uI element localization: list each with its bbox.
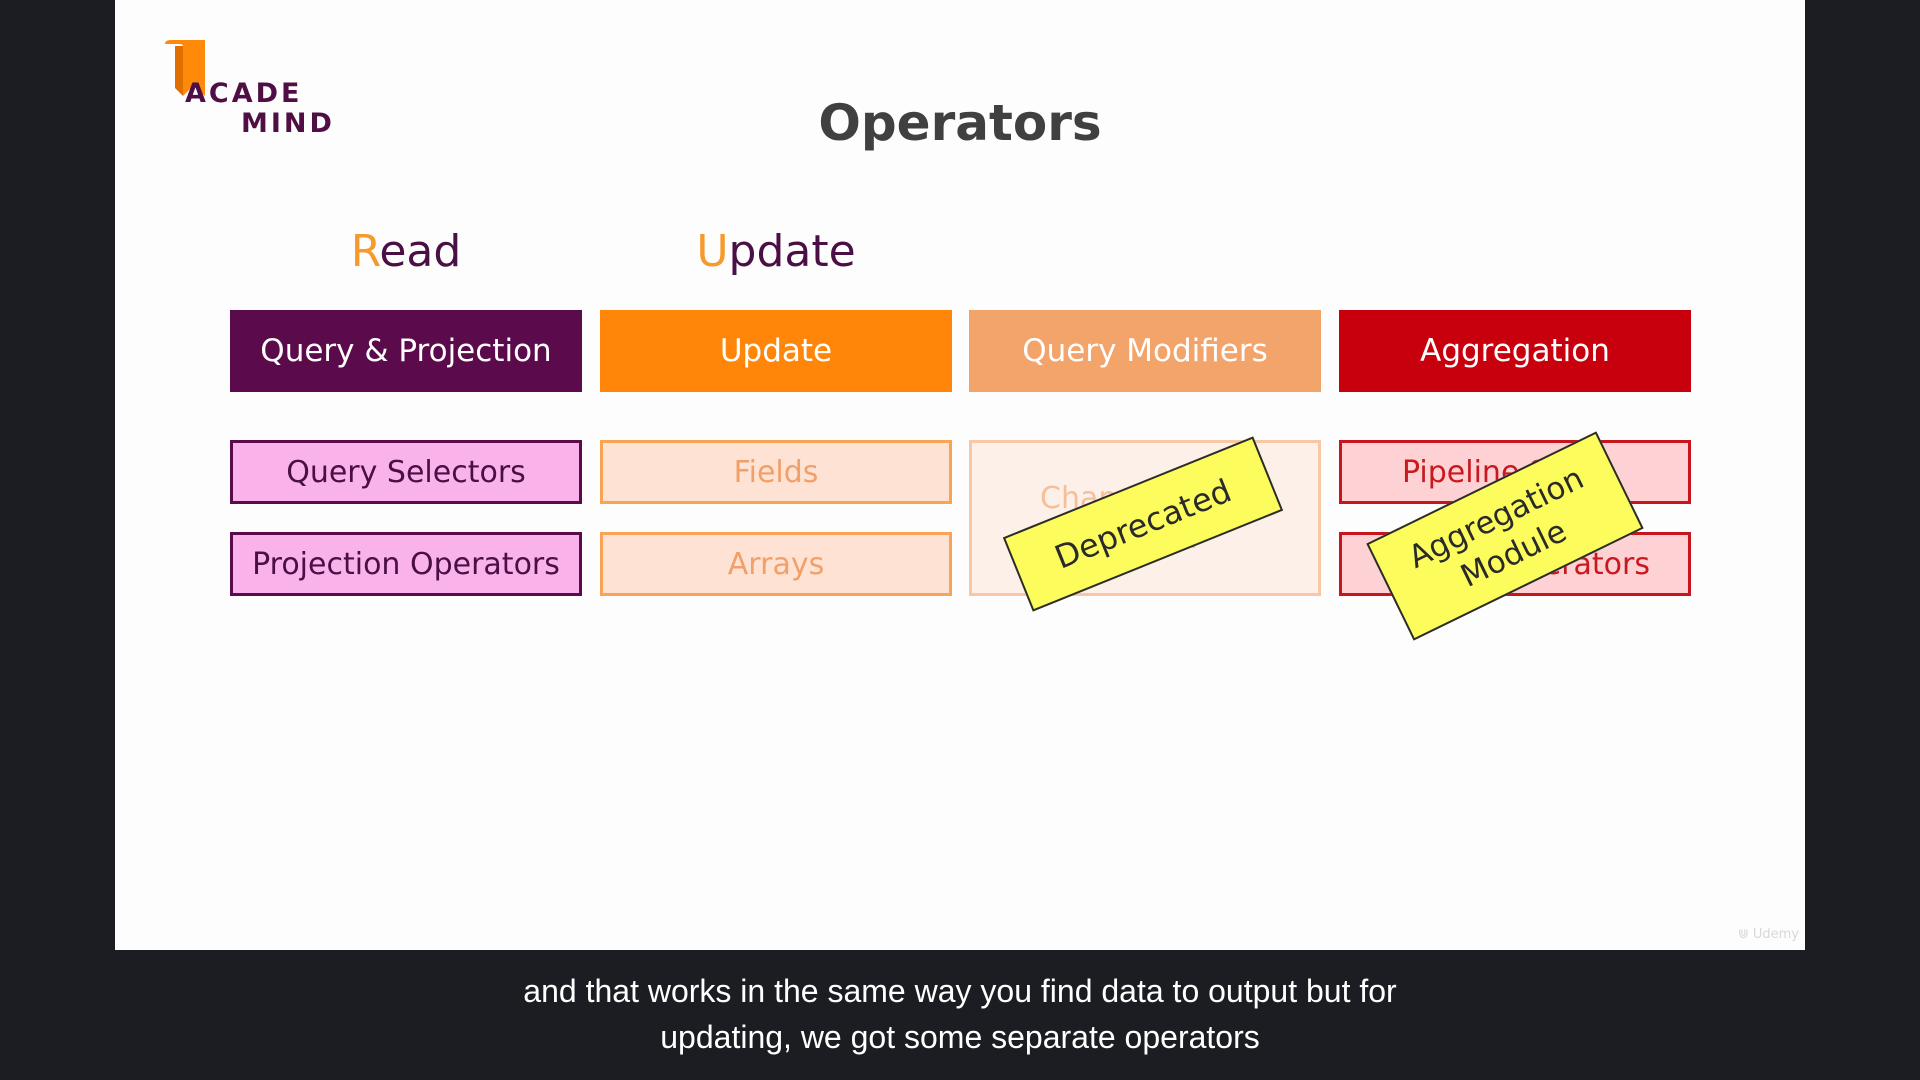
category-update: Update: [600, 310, 952, 392]
logo-text-line1: ACADE: [185, 78, 303, 109]
academind-logo: ACADE MIND: [163, 40, 333, 140]
subcategory-query-selectors: Query Selectors: [230, 440, 582, 504]
read-rest: ead: [379, 226, 462, 277]
caption-line-1: and that works in the same way you find …: [523, 973, 1397, 1009]
category-query-modifiers: Query Modifiers: [969, 310, 1321, 392]
update-initial: U: [696, 226, 729, 277]
caption-line-2: updating, we got some separate operators: [660, 1019, 1260, 1055]
udemy-watermark: ⋓ Udemy: [1738, 927, 1799, 942]
subcategory-arrays: Arrays: [600, 532, 952, 596]
slide: ACADE MIND Operators Read Update Query &…: [115, 0, 1805, 950]
watermark-text: Udemy: [1752, 927, 1799, 942]
update-rest: pdate: [728, 226, 856, 277]
category-query-projection: Query & Projection: [230, 310, 582, 392]
subcategory-fields: Fields: [600, 440, 952, 504]
section-heading-read: Read: [230, 226, 582, 277]
subcategory-projection-operators: Projection Operators: [230, 532, 582, 596]
video-caption: and that works in the same way you find …: [0, 968, 1920, 1060]
udemy-logo-icon: ⋓: [1737, 927, 1753, 942]
logo-text-line2: MIND: [241, 108, 335, 139]
slide-title: Operators: [818, 94, 1102, 152]
read-initial: R: [350, 226, 380, 277]
section-heading-update: Update: [600, 226, 952, 277]
category-aggregation: Aggregation: [1339, 310, 1691, 392]
book-logo-icon: [165, 40, 205, 96]
